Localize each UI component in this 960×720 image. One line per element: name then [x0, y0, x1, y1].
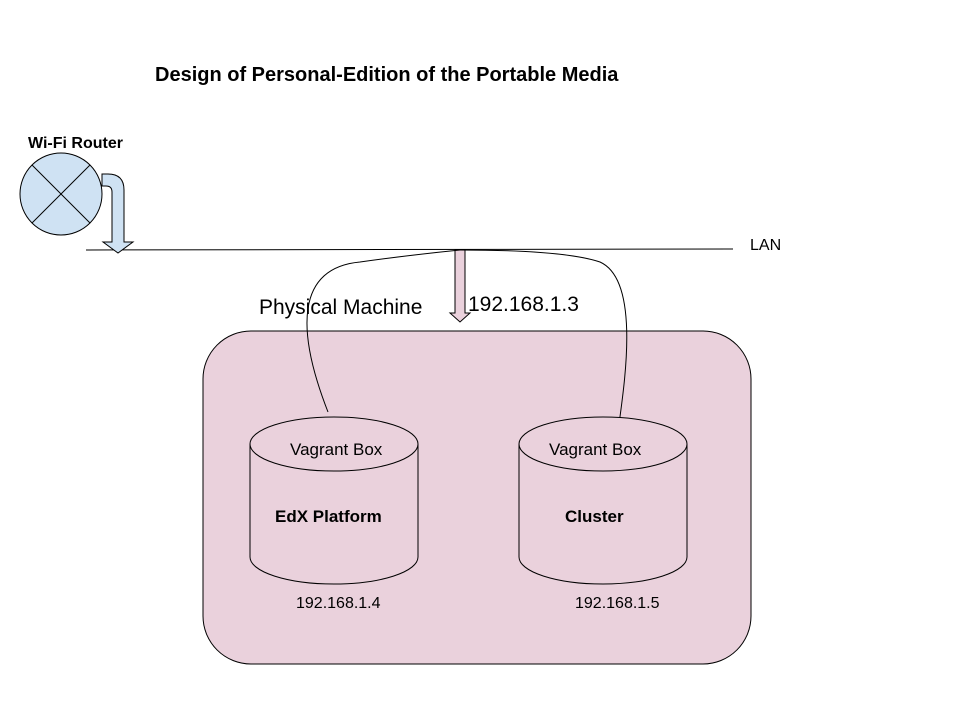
router-to-lan-arrow — [101, 173, 135, 254]
box-name-edx: EdX Platform — [275, 507, 382, 526]
vagrant-box-edx-cylinder — [249, 416, 419, 585]
lan-line — [85, 248, 734, 251]
cluster-lan-connection — [459, 249, 628, 425]
vagrant-box-cluster-cylinder — [518, 416, 688, 585]
box-heading-cluster: Vagrant Box — [549, 440, 642, 459]
box-heading-edx: Vagrant Box — [290, 440, 383, 459]
diagram-title: Design of Personal-Edition of the Portab… — [155, 64, 619, 86]
lan-to-machine-arrow — [448, 249, 472, 323]
box-ip-cluster: 192.168.1.5 — [575, 595, 660, 612]
lan-label: LAN — [750, 237, 782, 254]
router-label: Wi-Fi Router — [28, 135, 123, 152]
physical-machine-label: Physical Machine — [259, 296, 423, 319]
box-name-cluster: Cluster — [565, 507, 624, 526]
router-icon — [19, 152, 103, 236]
box-ip-edx: 192.168.1.4 — [296, 595, 381, 612]
edx-lan-connection — [306, 249, 461, 413]
physical-machine-ip: 192.168.1.3 — [468, 293, 579, 316]
